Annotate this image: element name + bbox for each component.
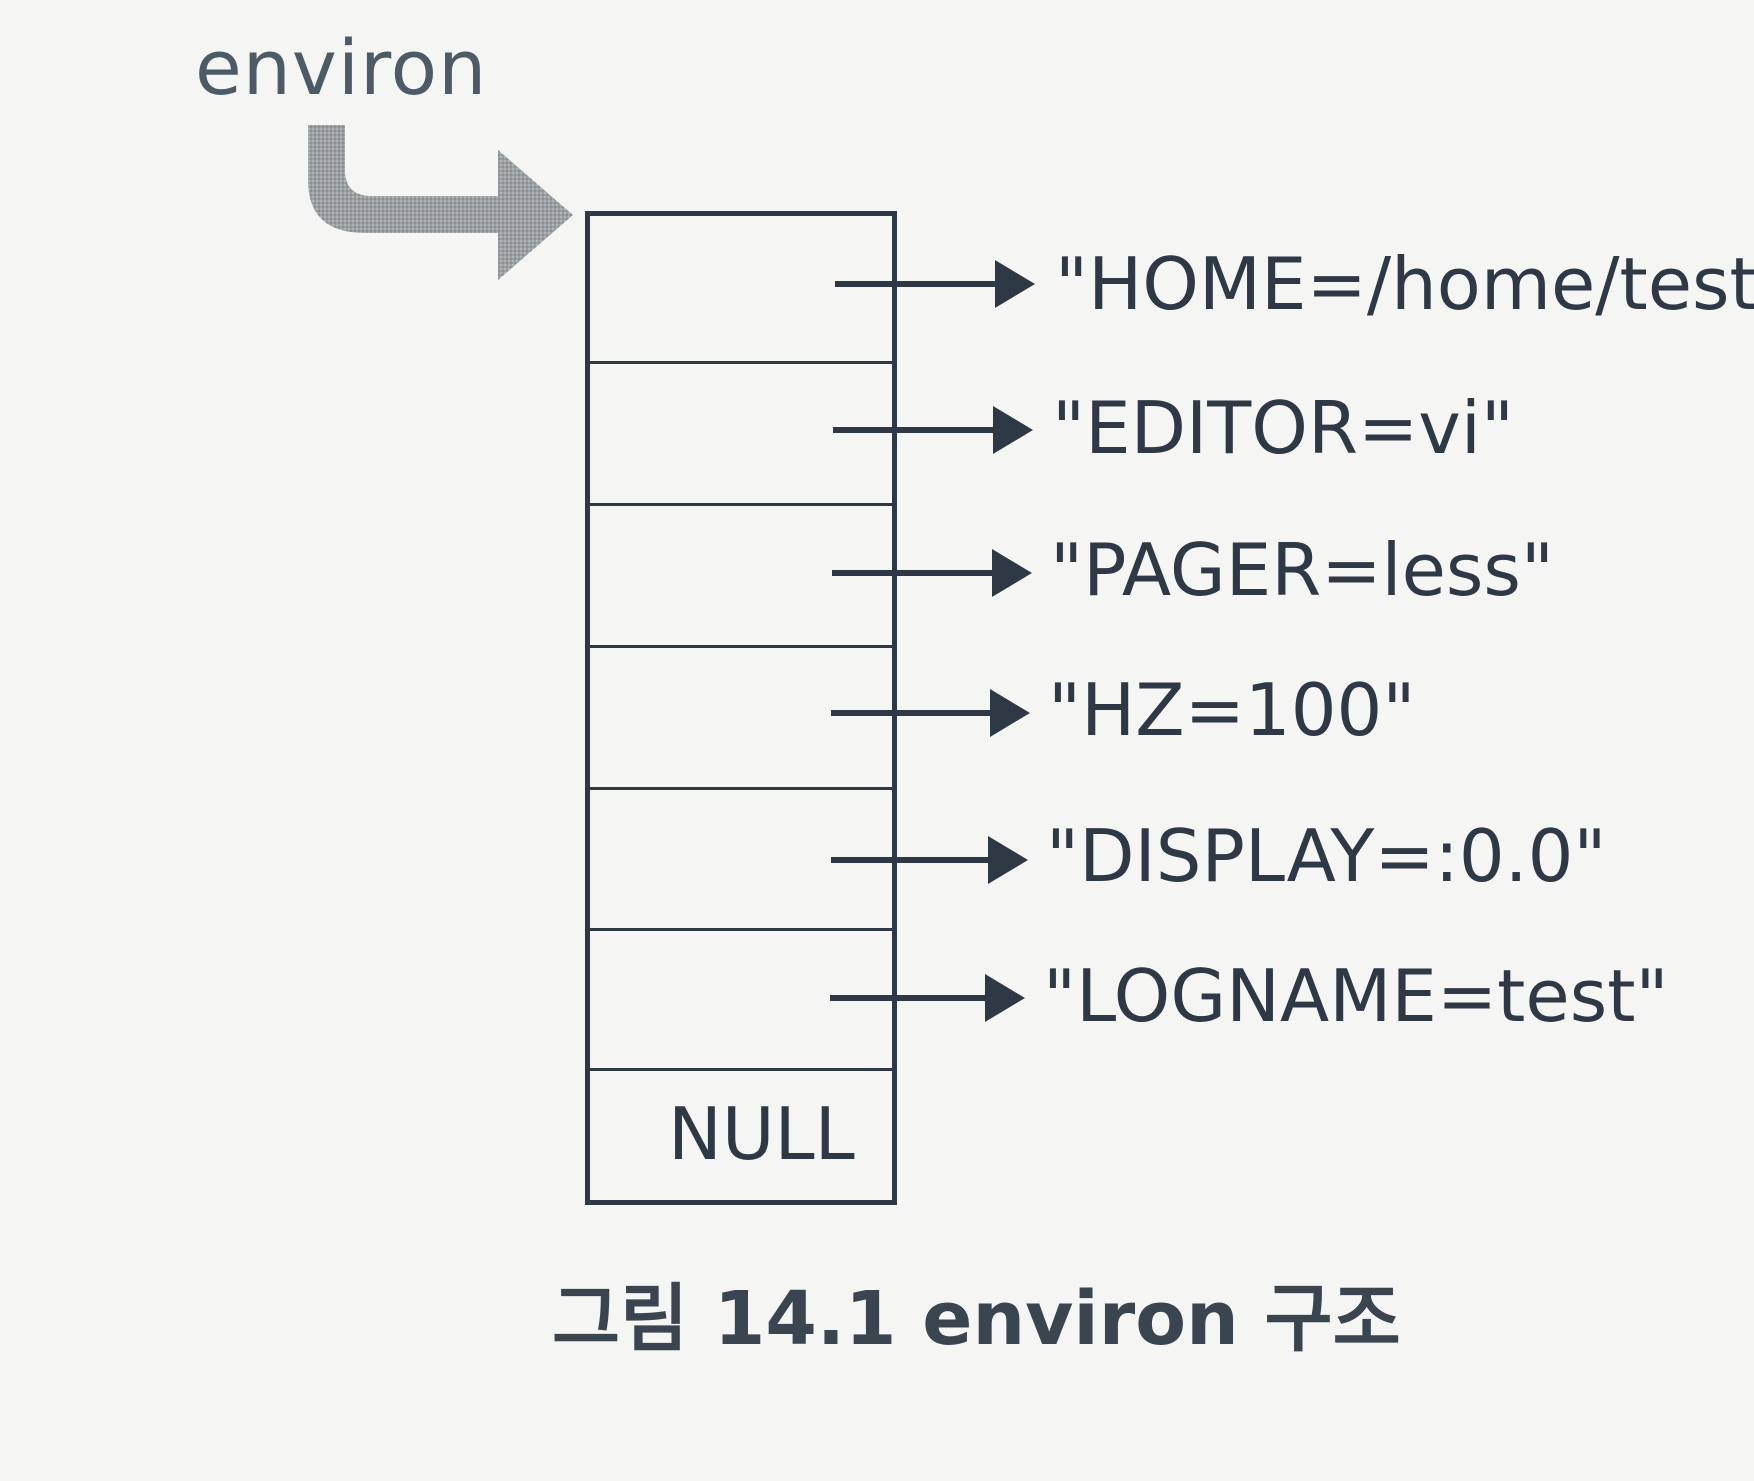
row-divider (590, 361, 892, 364)
env-entry-display: "DISPLAY=:0.0" (1046, 814, 1607, 898)
env-entry-pager: "PAGER=less" (1050, 528, 1554, 612)
row-divider (590, 1068, 892, 1071)
arrow-logname (830, 974, 1025, 1022)
figure-caption: 그림 14.1 environ 구조 (552, 1276, 1401, 1362)
environ-pointer-label: environ (195, 23, 488, 112)
row-divider (590, 787, 892, 790)
row-divider (590, 503, 892, 506)
arrow-home (835, 260, 1035, 308)
arrow-pager (832, 549, 1032, 597)
row-arrows (830, 260, 1035, 1022)
row-divider (590, 928, 892, 931)
arrow-hz (831, 689, 1030, 737)
row-divider (590, 645, 892, 648)
env-entry-home: "HOME=/home/test" (1055, 242, 1754, 326)
env-entry-hz: "HZ=100" (1048, 668, 1416, 752)
arrow-editor (833, 406, 1033, 454)
environ-array-box (585, 211, 897, 1205)
curved-arrow-icon (308, 125, 573, 280)
arrow-display (831, 836, 1028, 884)
env-entry-editor: "EDITOR=vi" (1052, 386, 1515, 470)
null-terminator-label: NULL (668, 1092, 855, 1176)
env-entry-logname: "LOGNAME=test" (1043, 954, 1669, 1038)
